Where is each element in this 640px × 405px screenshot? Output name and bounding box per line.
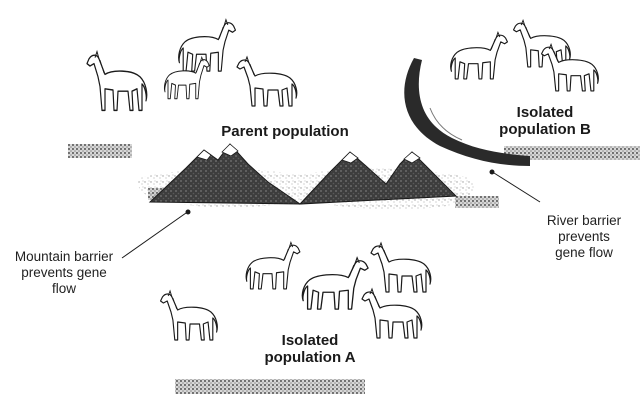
horse-icon	[362, 289, 422, 338]
pointer-dot	[490, 170, 495, 175]
mountain-barrier-line-2: prevents gene	[0, 265, 128, 281]
horse-icon	[87, 52, 147, 111]
mountain-barrier-label: Mountain barrier prevents gene flow	[0, 249, 128, 297]
population-b-line-2: population B	[470, 121, 620, 138]
population-b-label: Isolated population B	[470, 104, 620, 138]
mountain-barrier-line-3: flow	[0, 281, 128, 297]
river-barrier-line-2: prevents	[532, 229, 636, 245]
river-barrier-line-1: River barrier	[532, 213, 636, 229]
parent-population-label: Parent population	[195, 123, 375, 140]
river-barrier-line-3: gene flow	[532, 245, 636, 261]
horse-icon	[514, 20, 571, 67]
population-a-line-1: Isolated	[235, 332, 385, 349]
population-a-label: Isolated population A	[235, 332, 385, 366]
horse-icon	[371, 243, 431, 292]
horse-icon	[161, 291, 218, 340]
population-b-line-1: Isolated	[470, 104, 620, 121]
horse-icon	[237, 57, 297, 106]
river-pointer-line	[494, 173, 540, 202]
horse-icon	[246, 242, 300, 289]
population-a-line-2: population A	[235, 349, 385, 366]
halftone-patch	[68, 144, 132, 158]
mountain-barrier-line-1: Mountain barrier	[0, 249, 128, 265]
river-barrier-label: River barrier prevents gene flow	[532, 213, 636, 261]
halftone-patch	[175, 379, 365, 394]
pointer-dot	[186, 210, 191, 215]
mountain-pointer-line	[122, 213, 186, 258]
horse-icon	[451, 32, 508, 79]
horse-icon	[302, 258, 368, 309]
